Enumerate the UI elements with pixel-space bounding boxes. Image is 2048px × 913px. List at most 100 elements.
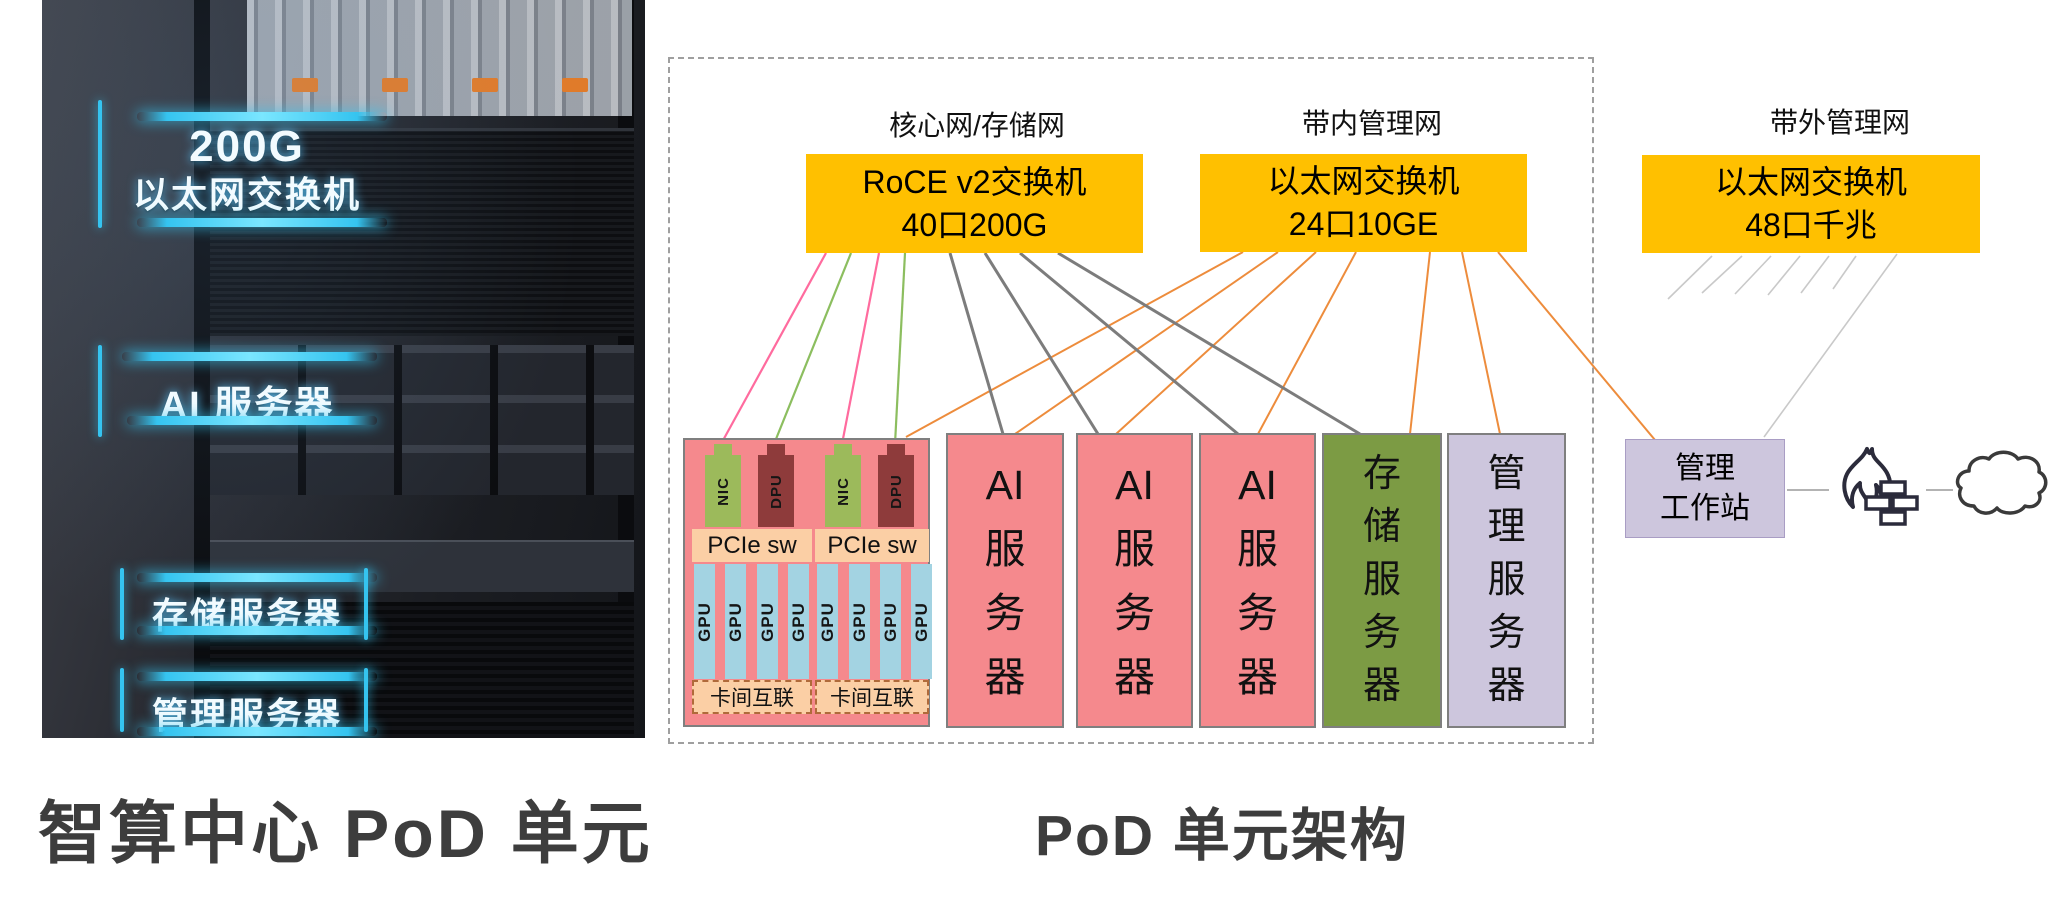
switch-roce-line2: 40口200G	[901, 206, 1048, 243]
dpu-chip: DPU	[758, 455, 794, 527]
mgmt-server-label: 器	[1487, 665, 1526, 707]
gpu-label: GPU	[817, 601, 837, 642]
mgmt-server-box: 管 理 服 务 器	[1447, 433, 1566, 728]
mgmt-workstation-line1: 管理	[1675, 451, 1735, 485]
nic-chip: NIC	[825, 455, 861, 527]
pcie-switch: PCIe sw	[815, 529, 929, 562]
gpu-bar: GPU	[725, 564, 746, 679]
ai-server-label: 服	[984, 525, 1026, 572]
link-outband	[1832, 255, 1857, 290]
ai-server-box: AI 服 务 器	[1076, 433, 1193, 728]
ai-server-label: 服	[1114, 525, 1155, 572]
network-label-outband: 带外管理网	[1769, 107, 1910, 138]
cloud-icon	[1955, 450, 2048, 515]
rack-clip	[382, 78, 408, 92]
nic-label: NIC	[714, 476, 732, 506]
gpu-label: GPU	[880, 601, 900, 642]
callout-bar	[137, 672, 377, 681]
ai-server-label: 服	[1237, 525, 1278, 572]
switch-inband: 以太网交换机 24口10GE	[1200, 154, 1527, 252]
link-outband	[1800, 255, 1830, 294]
switch-inband-line2: 24口10GE	[1288, 206, 1439, 242]
caption-pod-architecture: PoD 单元架构	[1035, 804, 1409, 868]
rack-rail	[194, 0, 210, 738]
callout-bar	[137, 112, 387, 121]
gpu-bar: GPU	[849, 564, 870, 679]
gpu-bar: GPU	[880, 564, 901, 679]
callout-bracket	[120, 668, 124, 732]
storage-server-box: 存 储 服 务 器	[1322, 433, 1442, 728]
dpu-label: DPU	[767, 473, 785, 509]
gpu-label: GPU	[788, 601, 808, 642]
callout-bracket	[98, 345, 102, 437]
mgmt-workstation-box: 管理 工作站	[1625, 439, 1785, 538]
gpu-bar: GPU	[788, 564, 809, 679]
callout-bar	[122, 352, 377, 361]
storage-server-label: 器	[1362, 665, 1401, 707]
callout-bar	[137, 218, 387, 227]
switch-roce: RoCE v2交换机 40口200G	[806, 154, 1143, 253]
dpu-chip: DPU	[878, 455, 914, 527]
link-outband	[1667, 255, 1713, 300]
callout-bracket	[364, 668, 368, 732]
ai-server-label: AI	[1238, 461, 1277, 508]
card-interconnect: 卡间互联	[692, 680, 812, 714]
callout-bracket	[98, 100, 102, 228]
rack-photo: 200G 以太网交换机 AI 服务器 存储服务器 管理服务器	[42, 0, 645, 738]
link-outband	[1734, 255, 1772, 295]
storage-server-label: 存	[1362, 453, 1401, 495]
switch-outband-line1: 以太网交换机	[1714, 164, 1907, 200]
nic-chip: NIC	[705, 455, 741, 527]
ai-server-label: 务	[984, 589, 1026, 636]
callout-bar	[137, 727, 377, 736]
photo-label-switch-line2: 以太网交换机	[132, 174, 361, 215]
switch-roce-line1: RoCE v2交换机	[862, 163, 1087, 200]
caption-pod-unit: 智算中心 PoD 单元	[38, 796, 653, 872]
photo-label-switch-line1: 200G	[189, 122, 305, 171]
gpu-label: GPU	[757, 601, 777, 642]
rack-unit-mesh	[210, 602, 634, 738]
rack-clip	[472, 78, 498, 92]
gpu-label: GPU	[911, 601, 931, 642]
mgmt-server-label: 理	[1487, 506, 1526, 548]
link-outband	[1701, 255, 1743, 294]
ai-server-label: AI	[1115, 461, 1154, 508]
mgmt-server-label: 管	[1487, 453, 1526, 495]
storage-server-label: 服	[1362, 559, 1401, 601]
dpu-label: DPU	[887, 473, 905, 509]
gpu-bar: GPU	[694, 564, 715, 679]
gpu-bar: GPU	[817, 564, 838, 679]
ai-server-detail-box: NIC DPU NIC DPU PCIe sw PCIe sw GPU GPU …	[683, 438, 932, 727]
gpu-bar: GPU	[757, 564, 778, 679]
callout-bracket	[120, 568, 124, 640]
link-outband	[1763, 253, 1898, 438]
rack-unit-drives	[210, 345, 634, 495]
rack-unit-top	[247, 0, 632, 116]
ai-server-label: AI	[985, 461, 1025, 508]
nic-connector	[714, 444, 732, 455]
photo-haze	[42, 0, 645, 738]
switch-outband-line2: 48口千兆	[1745, 207, 1877, 243]
storage-server-label: 务	[1362, 612, 1401, 654]
mgmt-server-label: 务	[1487, 612, 1526, 654]
gpu-label: GPU	[725, 601, 745, 642]
pod-boundary	[668, 57, 1594, 744]
firewall-icon	[1842, 447, 1893, 510]
dpu-connector	[887, 444, 905, 455]
gpu-label: GPU	[694, 601, 714, 642]
nic-connector	[834, 444, 852, 455]
gpu-label: GPU	[849, 601, 869, 642]
callout-bar	[137, 626, 377, 635]
dpu-connector	[767, 444, 785, 455]
network-label-inband: 带内管理网	[1301, 108, 1442, 139]
rack-clip	[292, 78, 318, 92]
ai-server-label: 器	[1114, 653, 1155, 700]
ai-server-label: 务	[1114, 589, 1155, 636]
rack-unit-switch	[210, 128, 634, 336]
storage-server-label: 储	[1362, 506, 1401, 548]
callout-bracket	[364, 568, 368, 640]
ai-server-label: 器	[1237, 653, 1278, 700]
callout-bar	[127, 416, 377, 425]
mgmt-server-label: 服	[1487, 559, 1526, 601]
ai-server-box: AI 服 务 器	[946, 433, 1064, 728]
